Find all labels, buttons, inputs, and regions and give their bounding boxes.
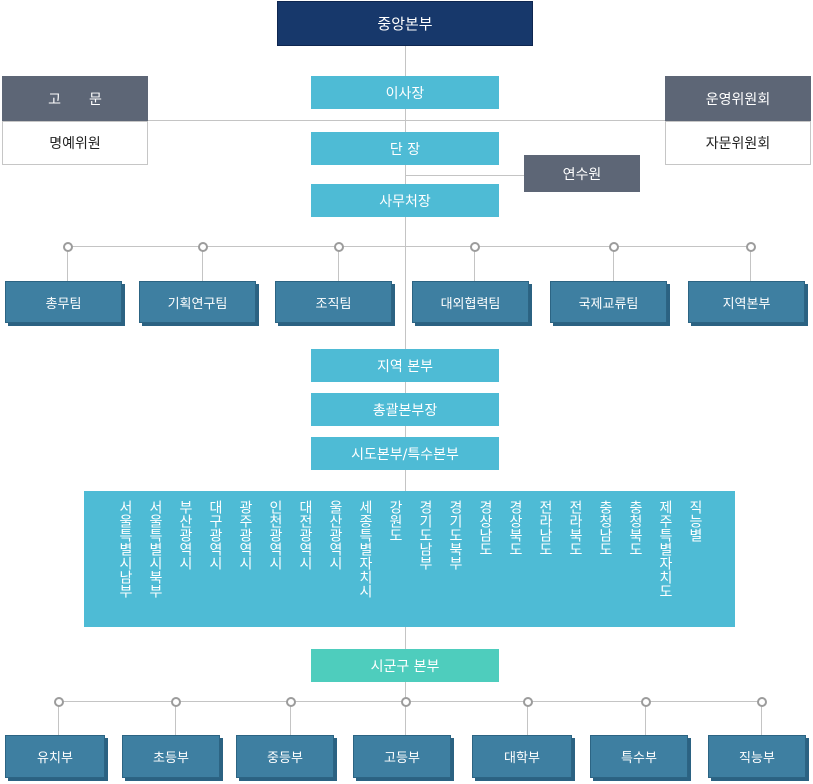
division-high-school: 고등부 [353,735,451,778]
region-label: 직능별 [687,500,703,542]
region-label: 전라남도 [537,500,553,556]
region-label: 제주특별자치도 [657,500,673,598]
division-connector-dot [171,697,181,707]
division-connector-dot [641,697,651,707]
team-regional-hq: 지역본부 [688,281,805,323]
team-connector-dot [63,242,73,252]
division-drop-line [58,701,59,735]
region-label: 충청남도 [597,500,613,556]
team-drop-line [338,246,339,281]
division-connector-dot [523,697,533,707]
team-planning-research: 기획연구팀 [139,281,256,323]
team-external-cooperation: 대외협력팀 [412,281,529,323]
teams-horizontal-line [67,246,751,247]
team-organization: 조직팀 [275,281,392,323]
division-connector-dot [401,697,411,707]
general-hq-head-box: 총괄본부장 [311,393,499,426]
region-label: 울산광역시 [327,500,343,570]
division-connector-dot [54,697,64,707]
team-connector-dot [470,242,480,252]
district-hq-box: 시군구 본부 [311,649,499,682]
secretary-general-box: 사무처장 [311,184,499,217]
division-drop-line [645,701,646,735]
region-label: 경상남도 [477,500,493,556]
region-label: 대전광역시 [297,500,313,570]
headquarters-box: 중앙본부 [277,1,533,46]
team-drop-line [202,246,203,281]
division-special: 특수부 [590,735,688,778]
team-general-affairs: 총무팀 [5,281,122,323]
division-vocational: 직능부 [708,735,806,778]
advisor-header-box: 고 문 [2,76,148,121]
team-connector-dot [746,242,756,252]
region-label: 대구광역시 [207,500,223,570]
team-drop-line [750,246,751,281]
region-label: 경기도남부 [417,500,433,570]
region-label: 서울특별시남부 [117,500,133,598]
advisory-committee-box: 자문위원회 [665,121,811,165]
division-drop-line [405,701,406,735]
training-institute-box: 연수원 [524,155,640,192]
division-middle-school: 중등부 [236,735,334,778]
division-connector-dot [286,697,296,707]
region-label: 전라북도 [567,500,583,556]
region-label: 경상북도 [507,500,523,556]
region-label: 인천광역시 [267,500,283,570]
region-label: 부산광역시 [177,500,193,570]
team-connector-dot [609,242,619,252]
region-label: 광주광역시 [237,500,253,570]
team-connector-dot [198,242,208,252]
region-label: 경기도북부 [447,500,463,570]
leader-box: 단 장 [311,132,499,165]
division-drop-line [175,701,176,735]
division-drop-line [290,701,291,735]
training-connector-line [406,175,524,176]
region-label: 강원도 [387,500,403,542]
region-label: 세종특별자치시 [357,500,373,598]
division-connector-dot [757,697,767,707]
region-label: 서울특별시북부 [147,500,163,598]
team-connector-dot [334,242,344,252]
team-international-exchange: 국제교류팀 [550,281,667,323]
division-elementary: 초등부 [122,735,220,778]
chairman-box: 이사장 [311,76,499,109]
city-province-hq-box: 시도본부/특수본부 [311,437,499,470]
division-drop-line [527,701,528,735]
regional-hq-box: 지역 본부 [311,349,499,382]
team-drop-line [474,246,475,281]
division-drop-line [761,701,762,735]
division-university: 대학부 [472,735,572,778]
honorary-member-box: 명예위원 [2,121,148,165]
team-drop-line [67,246,68,281]
team-drop-line [613,246,614,281]
advisor-connector-line [148,120,665,121]
regions-panel: 서울특별시남부 서울특별시북부 부산광역시 대구광역시 광주광역시 인천광역시 … [84,491,735,627]
division-kindergarten: 유치부 [5,735,105,778]
steering-committee-box: 운영위원회 [665,76,811,121]
region-label: 충청북도 [627,500,643,556]
